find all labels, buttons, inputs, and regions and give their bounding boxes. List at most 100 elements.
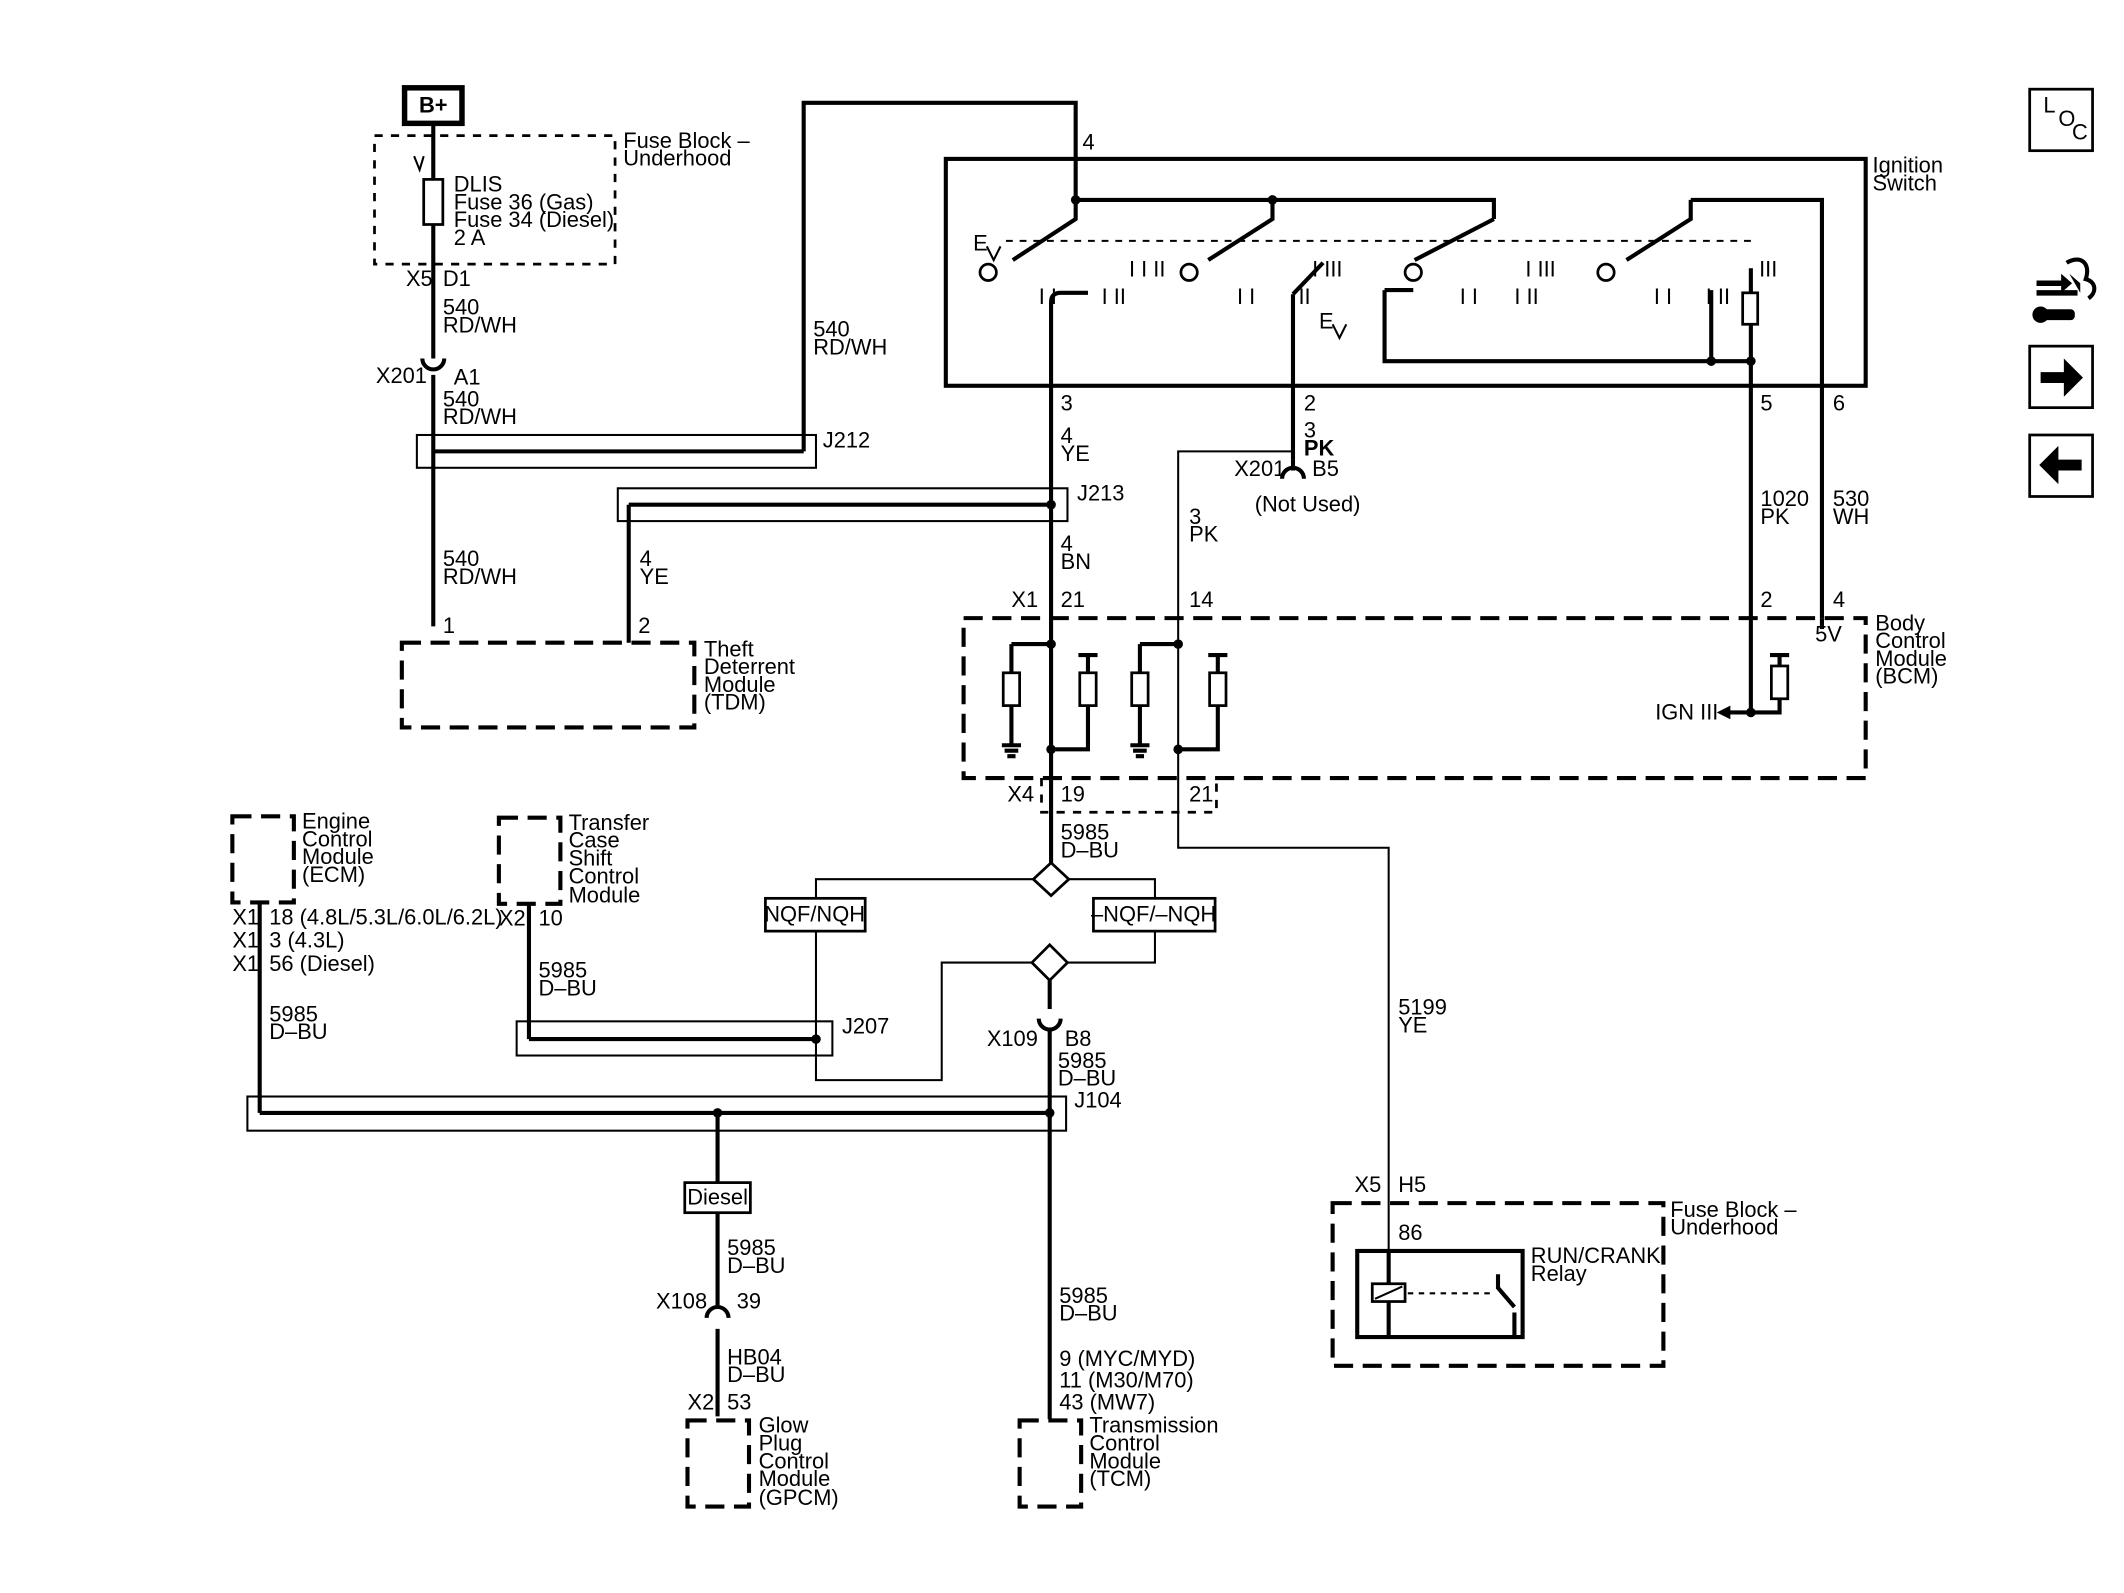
svg-text:I I: I I xyxy=(1460,284,1478,309)
wire-4-bn-color: BN xyxy=(1061,549,1091,574)
bcm-connector-x4: X4 xyxy=(1007,781,1034,806)
connector-x201-a1: X201 A1 xyxy=(376,358,481,627)
ignition-pin-5: 5 xyxy=(1760,390,1772,415)
fuse-block-pin: H5 xyxy=(1398,1172,1426,1197)
ignition-pin-6: 6 xyxy=(1833,390,1845,415)
svg-text:E: E xyxy=(973,230,988,255)
bcm-5v-label: 5V xyxy=(1815,621,1842,646)
wire-540-color: RD/WH xyxy=(443,564,517,589)
wire-hb04-number: HB04 xyxy=(727,1344,782,1369)
transmission-control-module: 9 (MYC/MYD) 11 (M30/M70) 43 (MW7) Transm… xyxy=(1017,1346,1219,1509)
ignition-switch-name-line2: Switch xyxy=(1873,170,1937,195)
wire-5985-number: 5985 xyxy=(1058,1048,1107,1073)
tdm-name-line2: Deterrent xyxy=(704,654,795,679)
wire-5985-number: 5985 xyxy=(539,958,588,983)
tdm-pin-2: 2 xyxy=(638,613,650,638)
ecm-conn-b: X1 xyxy=(232,928,259,953)
option-not-nqf-nqh-label: –NQF/–NQH xyxy=(1091,902,1216,927)
previous-page-button[interactable] xyxy=(2028,433,2094,498)
wire-4-bn-number: 4 xyxy=(1061,531,1073,556)
splice-j213-label: J213 xyxy=(1077,481,1124,506)
wire-540-to-ignition xyxy=(801,100,1078,452)
connector-x109: X109 B8 xyxy=(987,1018,1092,1119)
svg-text:III: III xyxy=(1759,256,1777,281)
connector-x201-pin: B5 xyxy=(1312,456,1339,481)
tdm-pin-1: 1 xyxy=(443,613,455,638)
fuse-line3: Fuse 34 (Diesel) xyxy=(454,207,614,232)
location-view-button[interactable]: L O C xyxy=(2028,87,2094,153)
gpcm-name-line4: Module xyxy=(759,1466,831,1491)
connector-x108-label: X108 xyxy=(656,1288,707,1313)
svg-text:I I: I I xyxy=(1237,284,1255,309)
tcm-name-line2: Control xyxy=(1089,1431,1159,1456)
option-diesel: Diesel xyxy=(683,1181,752,1215)
gpcm-name-line3: Control xyxy=(759,1448,829,1473)
svg-text:I II: I II xyxy=(1102,284,1126,309)
fuse-block-name-line2: Underhood xyxy=(623,146,731,171)
arrow-right-icon xyxy=(2040,358,2083,397)
bcm-pin-14: 14 xyxy=(1189,587,1213,612)
wire-5985-number: 5985 xyxy=(269,1001,318,1026)
tcm-name-line3: Module xyxy=(1089,1448,1161,1473)
bcm-name-line1: Body xyxy=(1875,610,1925,635)
ecm-name-line2: Control xyxy=(302,826,372,851)
transfer-case-shift-control-module: Transfer Case Shift Control Module X2 10 xyxy=(496,810,649,931)
tdm-name-line4: (TDM) xyxy=(704,690,766,715)
tcm-pin-a: 9 (MYC/MYD) xyxy=(1059,1346,1195,1371)
wire-4-ye-color: YE xyxy=(640,564,669,589)
connector-x201-label: X201 xyxy=(376,363,427,388)
bcm-name-line4: (BCM) xyxy=(1875,664,1938,689)
dlis-fuse-symbol xyxy=(422,178,445,226)
run-crank-relay: 86 RUN/CRANK Relay xyxy=(1355,1220,1661,1340)
connector-x5-pin: D1 xyxy=(443,266,471,291)
splice-pack-j104: J104 xyxy=(246,1087,1122,1132)
ecm-conn-a: X1 xyxy=(232,904,259,929)
fuse-block-connector: X5 xyxy=(1354,1172,1381,1197)
svg-text:I I II: I I II xyxy=(1129,256,1165,281)
bcm-pin-21b: 21 xyxy=(1189,781,1213,806)
relay-name-line1: RUN/CRANK xyxy=(1531,1243,1661,1268)
wire-540-color: RD/WH xyxy=(813,334,887,359)
splice-pack-j207: J207 xyxy=(515,1014,889,1057)
ecm-name-line1: Engine xyxy=(302,809,370,834)
fuse-line4: 2 A xyxy=(454,225,486,250)
bcm-pin-4: 4 xyxy=(1833,587,1845,612)
bcm-pin-21: 21 xyxy=(1061,587,1085,612)
wire-530-number: 530 xyxy=(1833,486,1869,511)
relay-pin-86: 86 xyxy=(1398,1220,1422,1245)
ecm-pin-a: 18 (4.8L/5.3L/6.0L/6.2L) xyxy=(269,904,502,929)
tdm-name-line3: Module xyxy=(704,672,776,697)
tools-connector-icon[interactable] xyxy=(2032,257,2097,323)
tcm-name-line1: Transmission xyxy=(1089,1413,1218,1438)
wire-hb04-color: D–BU xyxy=(727,1362,785,1387)
tdm-name-line1: Theft xyxy=(704,636,754,661)
connector-x201-label: X201 xyxy=(1234,456,1285,481)
engine-control-module: Engine Control Module (ECM) X1 18 (4.8L/… xyxy=(230,809,503,976)
next-page-button[interactable] xyxy=(2028,344,2094,410)
ignition-pin-3: 3 xyxy=(1061,390,1073,415)
theft-deterrent-module: 1 2 Theft Deterrent Module (TDM) xyxy=(399,613,795,730)
wire-1020-color: PK xyxy=(1760,504,1790,529)
ecm-pin-b: 3 (4.3L) xyxy=(269,928,344,953)
tcsm-name-line2: Case xyxy=(569,828,620,853)
wire-540-color: RD/WH xyxy=(443,312,517,337)
wire-4-ye-number: 4 xyxy=(640,546,652,571)
tcm-pin-b: 11 (M30/M70) xyxy=(1059,1368,1193,1393)
ecm-pin-c: 56 (Diesel) xyxy=(269,951,375,976)
tcsm-name-line5: Module xyxy=(569,882,641,907)
svg-text:I II: I II xyxy=(1514,284,1538,309)
connector-x201-b5: X201 B5 (Not Used) xyxy=(1234,456,1360,517)
wire-3-pk-5199-ye xyxy=(1177,450,1390,1251)
tcm-name-line4: (TCM) xyxy=(1089,1466,1151,1491)
wire-5985-color: D–BU xyxy=(1061,837,1119,862)
connector-x109-pin: B8 xyxy=(1065,1026,1092,1051)
ignition-switch: Ignition Switch 4 E I I II I III I III I… xyxy=(943,129,1943,415)
glow-plug-control-module: X2 53 Glow Plug Control Module (GPCM) xyxy=(685,1390,839,1510)
connector-x5-label: X5 xyxy=(406,266,433,291)
loc-letter-l: L xyxy=(2043,92,2055,117)
option-nqf-nqh-label: NQF/NQH xyxy=(764,902,865,927)
wire-3-pk-color: PK xyxy=(1189,522,1219,547)
gpcm-pin: 53 xyxy=(727,1390,751,1415)
wire-540-number: 540 xyxy=(443,386,479,411)
